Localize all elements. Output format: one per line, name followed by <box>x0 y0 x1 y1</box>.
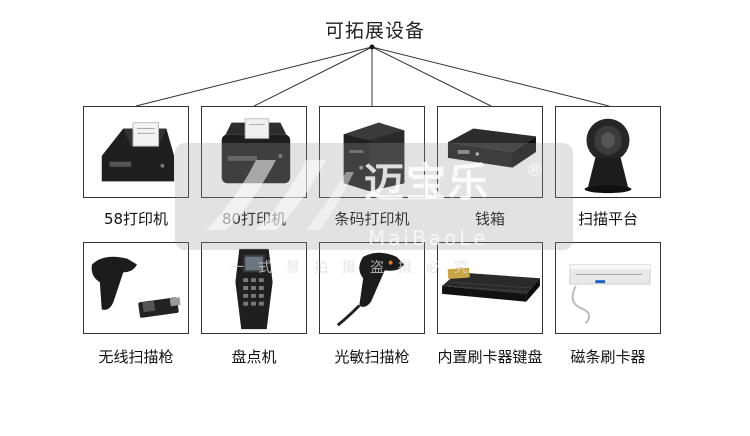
connector-line <box>253 46 373 107</box>
device-label: 58打印机 <box>103 210 169 228</box>
connector-hub <box>369 44 375 50</box>
device-label: 条码打印机 <box>334 210 410 228</box>
label-printer-icon <box>343 122 405 192</box>
device-label: 内置刷卡器键盘 <box>437 348 543 366</box>
connector-line <box>135 46 373 107</box>
diagram-title: 可拓展设备 <box>324 20 425 42</box>
device-label: 无线扫描枪 <box>98 348 174 366</box>
device-box-cash-drawer <box>437 106 543 198</box>
cash-drawer-icon <box>447 128 536 168</box>
device-box-wireless-scanner <box>83 242 189 334</box>
connector-line <box>371 46 492 107</box>
device-box-inventory-terminal <box>201 242 307 334</box>
device-label: 磁条刷卡器 <box>570 348 646 366</box>
connector-line <box>371 46 610 107</box>
receipt-printer-icon <box>221 118 291 184</box>
device-label: 80打印机 <box>221 210 287 228</box>
handheld-scanner-icon <box>336 252 405 327</box>
card-reader-keyboard-icon <box>442 267 540 302</box>
device-box-58-printer <box>83 106 189 198</box>
device-label: 盘点机 <box>231 348 277 366</box>
device-label: 光敏扫描枪 <box>334 348 410 366</box>
scan-platform-icon <box>584 118 632 194</box>
device-box-card-reader-keyboard <box>437 242 543 334</box>
magnetic-card-reader-icon <box>569 264 651 324</box>
device-box-handheld-scanner <box>319 242 425 334</box>
device-box-magnetic-card-reader <box>555 242 661 334</box>
receipt-printer-icon <box>101 122 175 182</box>
inventory-terminal-icon <box>235 248 273 330</box>
device-box-label-printer <box>319 106 425 198</box>
wireless-scanner-icon <box>91 256 181 318</box>
device-box-80-printer <box>201 106 307 198</box>
device-label: 钱箱 <box>474 210 505 228</box>
device-box-scan-platform <box>555 106 661 198</box>
device-label: 扫描平台 <box>577 210 638 228</box>
